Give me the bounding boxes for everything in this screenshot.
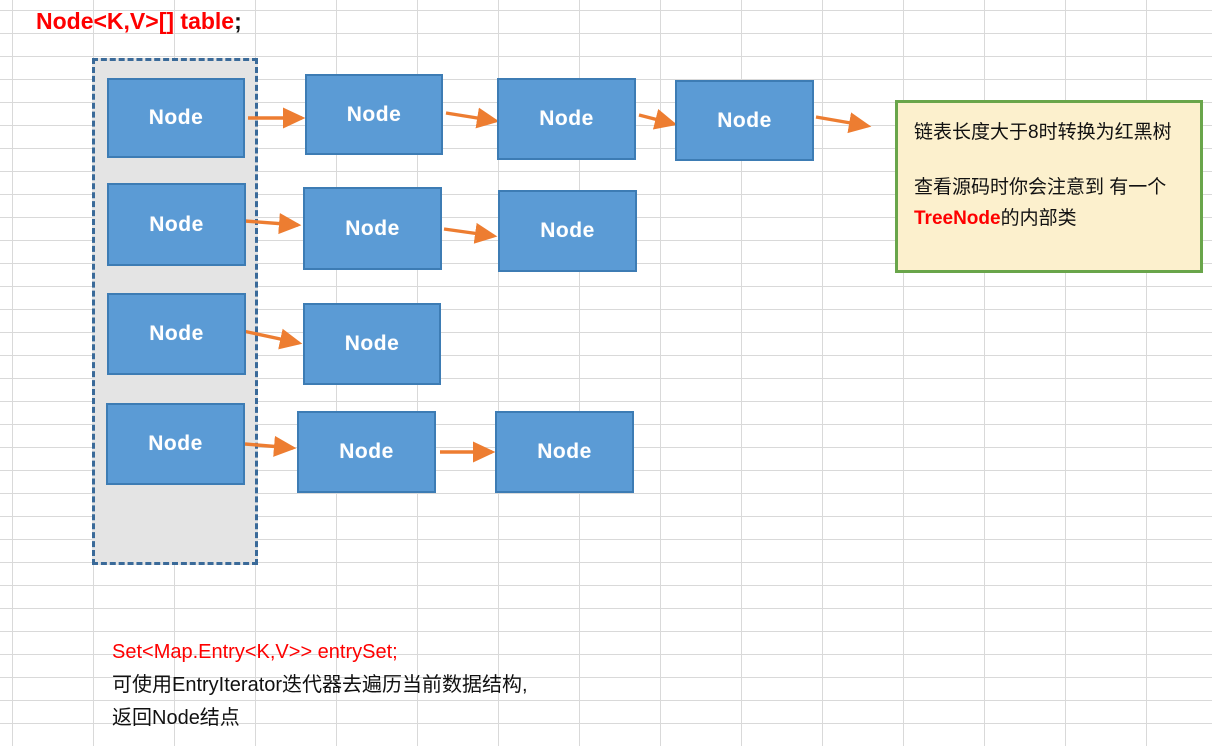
node-r1-c1[interactable]: Node	[107, 78, 245, 158]
node-label: Node	[148, 432, 203, 455]
node-label: Node	[149, 212, 204, 236]
node-label: Node	[537, 440, 592, 463]
node-r2-c1[interactable]: Node	[107, 183, 246, 266]
entryset-caption: Set<Map.Entry<K,V>> entrySet; 可使用EntryIt…	[112, 636, 528, 735]
node-label: Node	[539, 107, 594, 130]
title-semicolon: ;	[234, 8, 242, 34]
node-r3-c2[interactable]: Node	[303, 303, 441, 385]
node-label: Node	[344, 332, 400, 355]
node-label: Node	[717, 108, 772, 132]
node-label: Node	[148, 106, 204, 129]
page-title: Node<K,V>[] table;	[36, 8, 242, 35]
node-label: Node	[149, 322, 204, 345]
node-r4-c3[interactable]: Node	[495, 411, 634, 493]
node-r4-c2[interactable]: Node	[297, 411, 436, 493]
note-line-3-rest: 的内部类	[1000, 208, 1077, 229]
node-r1-c2[interactable]: Node	[305, 74, 443, 155]
node-label: Node	[346, 102, 402, 126]
note-line-2: 查看源码时你会注意到 有一个	[914, 177, 1167, 198]
node-r1-c3[interactable]: Node	[497, 78, 636, 160]
note-spacer	[914, 148, 1184, 172]
arrow-r1-n3-n4	[638, 109, 678, 130]
arrow-r1-n4-note	[815, 112, 872, 134]
treenode-highlight: TreeNode	[914, 208, 1001, 229]
node-label: Node	[345, 216, 400, 240]
node-label: Node	[339, 440, 394, 463]
node-r2-c3[interactable]: Node	[498, 190, 637, 272]
caption-line-2: 可使用EntryIterator迭代器去遍历当前数据结构,	[112, 674, 528, 696]
node-r1-c4[interactable]: Node	[675, 80, 814, 161]
arrow-r1-n2-n3	[445, 107, 500, 129]
note-callout: 链表长度大于8时转换为红黑树 查看源码时你会注意到 有一个 TreeNode的内…	[895, 100, 1203, 273]
caption-line-1: Set<Map.Entry<K,V>> entrySet;	[112, 641, 398, 663]
note-line-1: 链表长度大于8时转换为红黑树	[914, 122, 1172, 143]
node-label: Node	[540, 219, 595, 242]
caption-line-3: 返回Node结点	[112, 707, 240, 729]
node-r4-c1[interactable]: Node	[106, 403, 245, 485]
node-r3-c1[interactable]: Node	[107, 293, 246, 375]
title-code: Node<K,V>[] table	[36, 8, 235, 34]
node-r2-c2[interactable]: Node	[303, 187, 442, 270]
arrow-r2-n2-n3	[443, 222, 498, 244]
note-line-3: TreeNode的内部类	[914, 203, 1184, 234]
